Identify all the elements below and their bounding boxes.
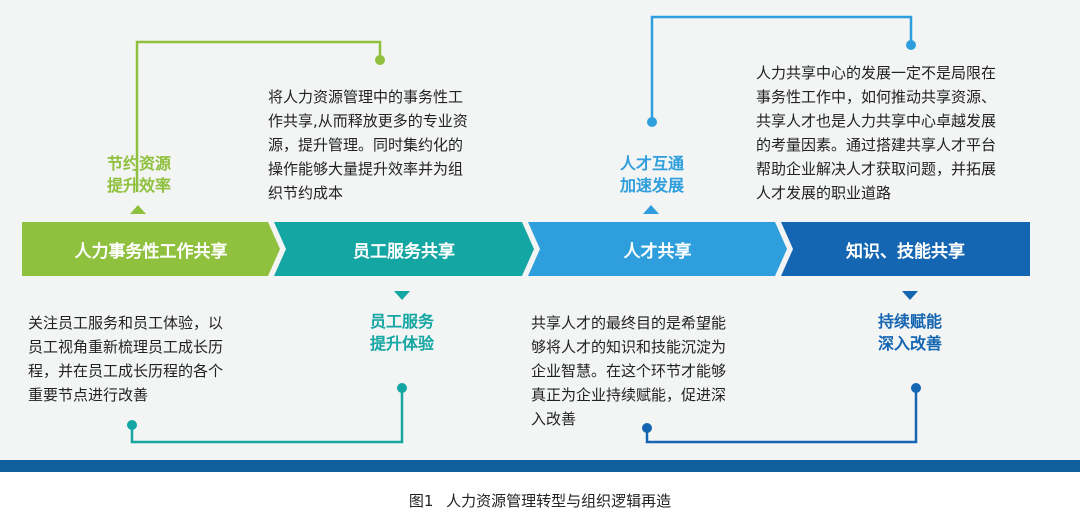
- connector-sky: [650, 15, 913, 122]
- goal-marker-2: [394, 291, 410, 300]
- figure-number: 图1: [408, 492, 434, 510]
- connector-sky-dot: [906, 40, 916, 50]
- connector-green: [135, 40, 382, 192]
- goal-label-4: 持续赋能 深入改善: [877, 312, 942, 353]
- stage-4-knowledge-skill-sharing: 知识、技能共享: [781, 222, 1030, 276]
- description-1: 将人力资源管理中的事务性工 作共享,从而释放更多的专业资 源，提升管理。同时集约…: [268, 88, 468, 202]
- connector-teal: [130, 388, 404, 444]
- description-2: 关注员工服务和员工体验，以 员工视角重新梳理员工成长历 程，并在员工成长历程的各…: [28, 314, 224, 404]
- stage-1-human-affairs-sharing: 人力事务性工作共享: [22, 222, 280, 276]
- connector-lines: [127, 15, 921, 444]
- goal-marker-3: [643, 205, 659, 214]
- stage-label: 人力事务性工作共享: [74, 241, 228, 262]
- goal-marker-4: [902, 291, 918, 300]
- stage-label: 员工服务共享: [353, 241, 455, 262]
- connector-blue-dot: [911, 383, 921, 393]
- description-4: 共享人才的最终目的是希望能 够将人才的知识和技能沉淀为 企业智慧。在这个环节才能…: [531, 314, 727, 428]
- goal-marker-1: [130, 205, 146, 214]
- goal-label-2: 员工服务 提升体验: [369, 312, 434, 353]
- bottom-bar: [0, 460, 1080, 472]
- goal-label-3: 人才互通 加速发展: [619, 154, 684, 195]
- connector-blue: [645, 388, 918, 444]
- connector-blue-start-dot: [642, 423, 652, 433]
- figure-caption: 图1 人力资源管理转型与组织逻辑再造: [0, 490, 1080, 511]
- connector-teal-start-dot: [127, 420, 137, 430]
- stage-label: 人才共享: [623, 241, 692, 262]
- stage-2-employee-service-sharing: 员工服务共享: [274, 222, 534, 276]
- stage-label: 知识、技能共享: [846, 241, 965, 262]
- connector-teal-dot: [397, 383, 407, 393]
- stage-3-talent-sharing: 人才共享: [528, 222, 787, 276]
- connector-green-dot: [375, 55, 385, 65]
- figure-title: 人力资源管理转型与组织逻辑再造: [446, 492, 672, 510]
- description-3: 人力共享中心的发展一定不是局限在 事务性工作中，如何推动共享资源、 共享人才也是…: [756, 64, 997, 202]
- connector-sky-start-dot: [647, 117, 657, 127]
- goal-label-1: 节约资源 提升效率: [106, 154, 171, 195]
